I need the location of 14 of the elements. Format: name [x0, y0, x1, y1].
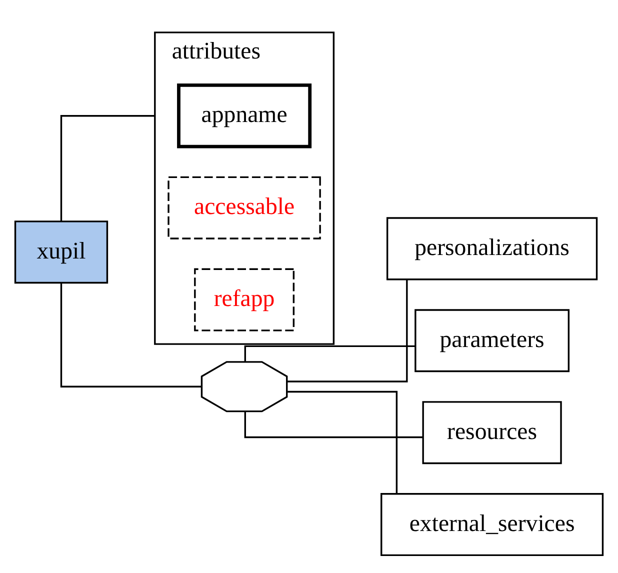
node-box: personalizations [386, 216, 598, 280]
node-box: accessable [168, 176, 321, 239]
node-box: xupil [14, 220, 108, 284]
node-box: resources [422, 400, 562, 464]
connector [288, 390, 398, 494]
node-box: parameters [414, 308, 570, 372]
node-box: external_services [380, 492, 604, 556]
node-box: refapp [194, 268, 295, 331]
node-octagon [200, 360, 288, 412]
connector [287, 279, 408, 382]
connector [244, 410, 423, 438]
connector [60, 114, 155, 221]
node-box: appname [177, 83, 312, 148]
connector [60, 282, 202, 387]
